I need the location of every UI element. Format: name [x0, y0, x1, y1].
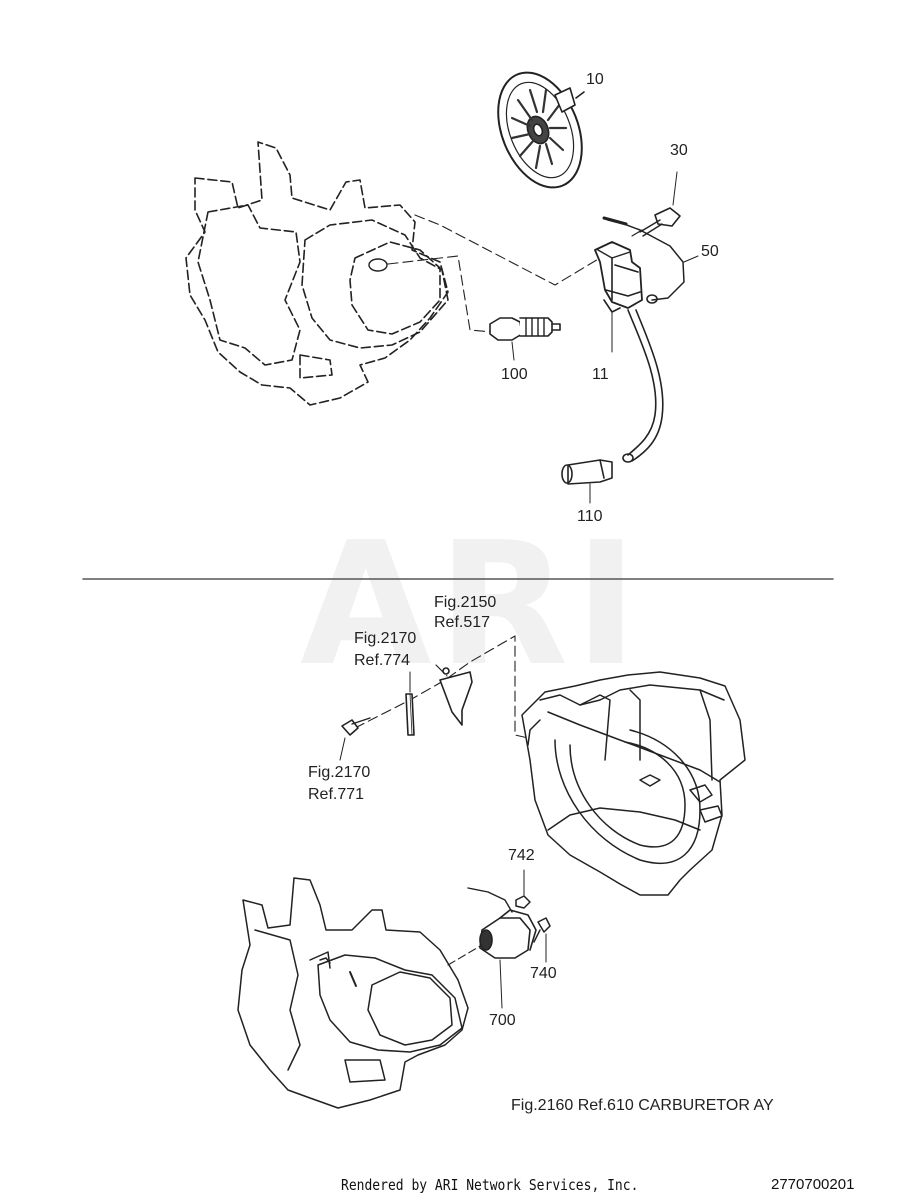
- carburetor-reference-caption: Fig.2160 Ref.610 CARBURETOR AY: [511, 1097, 774, 1114]
- callout-10: 10: [586, 71, 604, 88]
- ref-fig2150-line2: Ref.517: [434, 614, 491, 631]
- diagram-code: 2770700201: [771, 1176, 855, 1193]
- callout-11: 11: [592, 366, 609, 383]
- callout-50: 50: [701, 243, 719, 260]
- engine-block-lower: [237, 877, 469, 1109]
- leader-dash-solenoid: [447, 944, 483, 966]
- bolt-771-drawing: [339, 717, 371, 761]
- flywheel-drawing: [497, 71, 585, 189]
- ignition-coil-drawing: [594, 241, 664, 463]
- callout-740: 740: [530, 965, 557, 982]
- spark-plug-drawing: [489, 317, 561, 361]
- screw-740-drawing: [533, 917, 551, 963]
- plug-cap-drawing: [561, 459, 613, 504]
- pin-774-drawing: [405, 671, 415, 736]
- callout-30: 30: [670, 142, 688, 159]
- leader-dashes-upper: [387, 214, 601, 333]
- callout-100: 100: [501, 366, 528, 383]
- ref-fig2170-771-line2: Ref.771: [308, 786, 365, 803]
- ref-fig2150-line1: Fig.2150: [434, 594, 497, 611]
- ground-wire-drawing: [602, 216, 699, 304]
- ref-fig2170-771-line1: Fig.2170: [308, 764, 371, 781]
- callout-110: 110: [577, 508, 603, 525]
- ref-fig2170-774-line2: Ref.774: [354, 652, 411, 669]
- solenoid-drawing: [467, 887, 537, 1009]
- rendered-by-credit: Rendered by ARI Network Services, Inc.: [341, 1177, 639, 1195]
- fan-housing-drawing: [521, 671, 746, 896]
- callout-700: 700: [489, 1012, 516, 1029]
- bolt-drawing: [631, 171, 681, 237]
- shield-517-drawing: [439, 667, 473, 726]
- watermark: ARI: [300, 506, 644, 704]
- callout-742: 742: [508, 847, 535, 864]
- engine-block-upper: [185, 141, 449, 406]
- nut-742-drawing: [515, 869, 531, 909]
- ref-fig2170-774-line1: Fig.2170: [354, 630, 417, 647]
- crank-opening: [368, 258, 388, 272]
